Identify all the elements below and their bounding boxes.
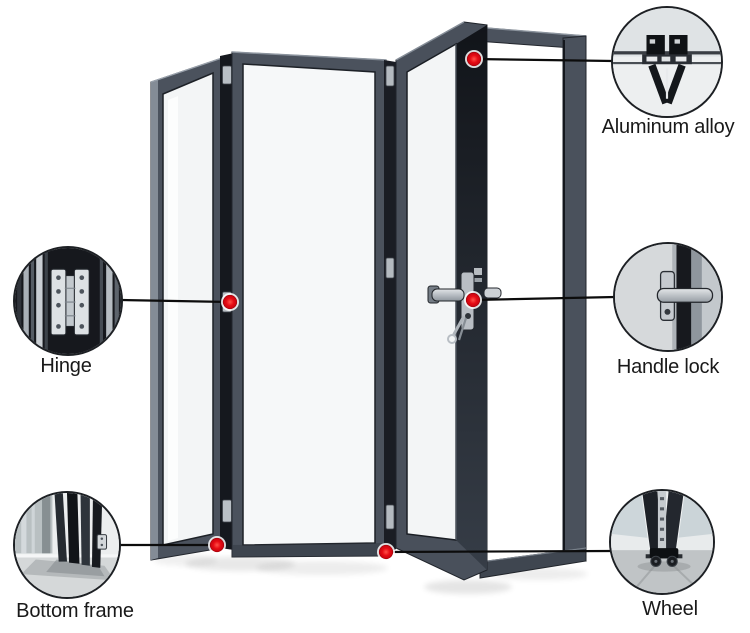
hinge-detail-photo xyxy=(13,246,123,356)
wheel-detail-photo xyxy=(609,489,715,595)
callout-markers xyxy=(208,50,483,561)
handle-lock-closeup xyxy=(615,244,721,350)
wheel-closeup xyxy=(611,491,713,593)
door-panel-middle xyxy=(231,51,387,558)
marker-handle-lock xyxy=(464,291,482,309)
handle-lock-detail-photo xyxy=(613,242,723,352)
floor-shadows xyxy=(153,554,588,594)
callout-label-handle-lock: Handle lock xyxy=(616,356,720,378)
callout-label-hinge: Hinge xyxy=(40,355,92,377)
callout-label-wheel: Wheel xyxy=(642,598,698,620)
callout-label-bottom-frame: Bottom frame xyxy=(16,600,134,622)
hinge-closeup xyxy=(15,248,121,354)
marker-bottom-frame xyxy=(208,536,226,554)
bottom-frame-closeup xyxy=(15,493,119,597)
marker-hinge xyxy=(221,293,239,311)
bottom-frame-detail-photo xyxy=(13,491,121,599)
aluminum-alloy-detail-photo xyxy=(611,6,723,118)
marker-aluminum-alloy xyxy=(465,50,483,68)
callout-label-aluminum-alloy: Aluminum alloy xyxy=(601,116,735,138)
aluminum-profile-cross-section xyxy=(613,8,721,116)
callout-connector-lines xyxy=(118,57,616,554)
marker-wheel xyxy=(377,543,395,561)
fold-joint-right xyxy=(384,60,396,556)
door-panel-folded-left xyxy=(150,57,223,561)
